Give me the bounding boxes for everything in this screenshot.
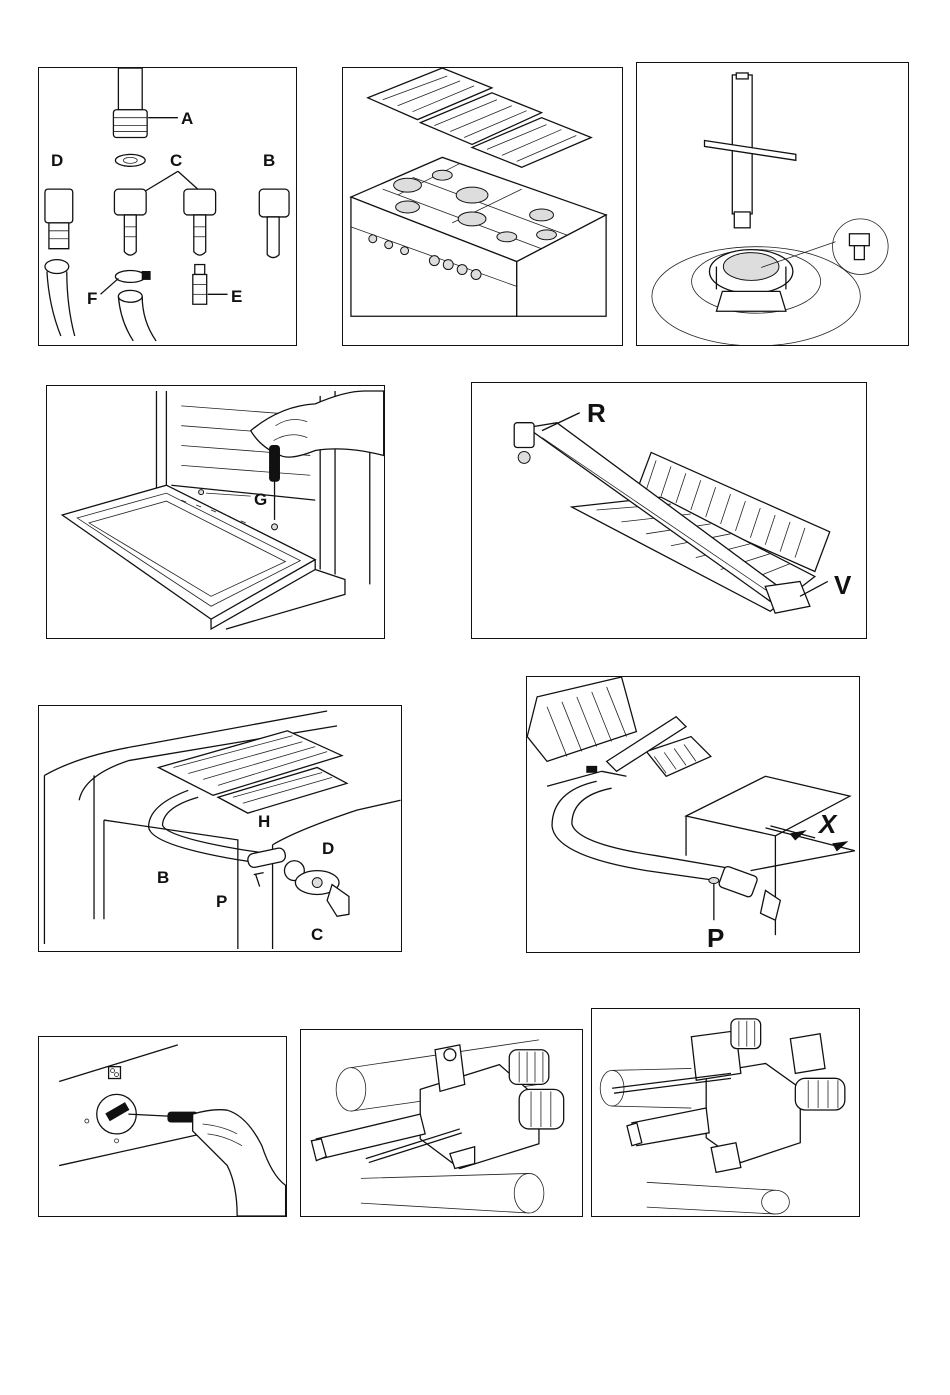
hob-drawing [343,68,622,345]
wrench-drawing [637,63,908,345]
label-x: X [819,811,836,837]
gas-tap-drawing-1 [301,1030,582,1216]
label-p: P [216,893,227,910]
label-c: C [311,926,323,943]
label-v: V [834,572,851,598]
oven-door-drawing [47,386,384,638]
oven-door-diagram: G [46,385,385,639]
label-h: H [258,813,270,830]
oven-burner-drawing [472,383,866,638]
oven-interior-diagram: B H D P C [38,705,402,952]
label-p: P [707,925,724,951]
connectors-diagram: A C D B F E [38,67,297,346]
label-e: E [231,288,242,305]
gas-tap-drawing-2 [592,1009,859,1216]
label-d: D [51,152,63,169]
label-b: B [263,152,275,169]
label-b: B [157,869,169,886]
knob-adjust-diagram [38,1036,287,1217]
label-c: C [170,152,182,169]
gas-tap-diagram-1 [300,1029,583,1217]
connectors-drawing [39,68,296,345]
label-a: A [181,110,193,127]
label-f: F [87,290,97,307]
label-d: D [322,840,334,857]
oven-burner-diagram: R V [471,382,867,639]
hob-grids-diagram [342,67,623,346]
tube-clearance-drawing [527,677,859,952]
knob-adjust-drawing [39,1037,286,1216]
oven-interior-drawing [39,706,401,951]
wrench-injector-diagram [636,62,909,346]
gas-tap-diagram-2 [591,1008,860,1217]
tube-clearance-diagram: X P [526,676,860,953]
label-r: R [587,400,606,426]
label-g: G [254,491,267,508]
